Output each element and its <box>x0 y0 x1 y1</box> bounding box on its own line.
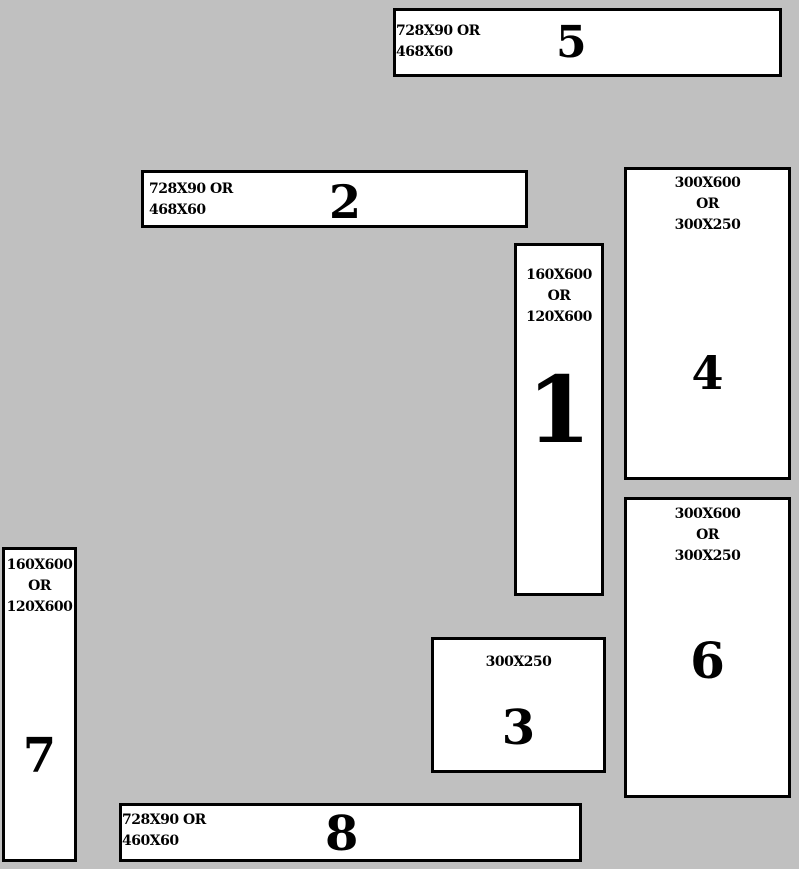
slot-number: 8 <box>325 806 359 862</box>
ad-slot-3: 300X250 3 <box>431 637 606 773</box>
slot-number: 1 <box>526 356 591 464</box>
slot-number: 3 <box>501 700 536 756</box>
slot-number: 4 <box>691 346 724 400</box>
slot-size-label: 300X250 <box>485 654 552 670</box>
slot-number: 2 <box>329 175 362 229</box>
slot-number: 5 <box>556 17 587 68</box>
slot-number: 6 <box>690 631 725 690</box>
slot-number: 7 <box>22 728 57 784</box>
